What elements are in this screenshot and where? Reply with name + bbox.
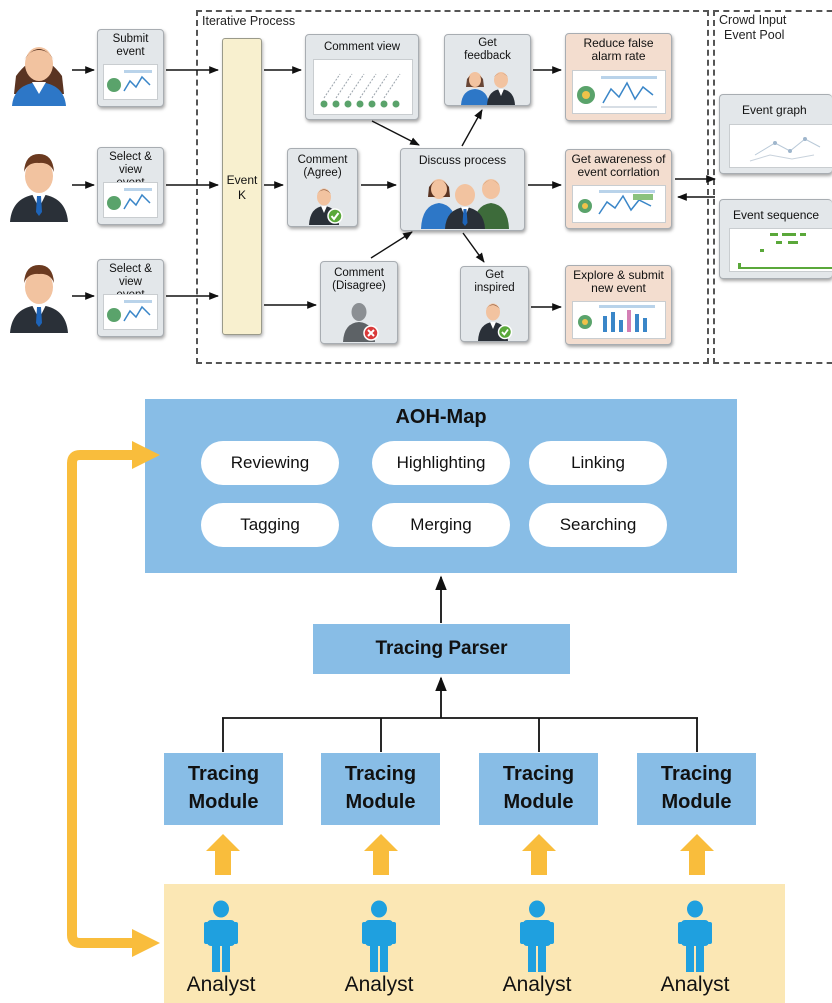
- feature-linking: Linking: [529, 441, 667, 485]
- card-title-line: Select & view: [109, 263, 152, 288]
- tracing-module-box: Tracing Module: [164, 753, 283, 825]
- card-title-line: Discuss process: [418, 153, 507, 167]
- card-title-line: event corrlation: [577, 165, 660, 179]
- card-title-line: Explore & submit: [573, 268, 664, 282]
- comment-view-card: Comment view: [305, 34, 419, 120]
- card-title-line: new event: [591, 281, 646, 295]
- get-inspired-card: Get inspired: [460, 266, 529, 342]
- analyst-label: Analyst: [502, 973, 572, 996]
- comment-disagree-card: Comment (Disagree): [320, 261, 398, 344]
- card-title-line: Get: [478, 37, 497, 49]
- tracing-module-box: Tracing Module: [637, 753, 756, 825]
- analyst-person-icon: [520, 900, 554, 972]
- tracing-module-label: Tracing: [344, 763, 417, 785]
- feature-searching: Searching: [529, 503, 667, 547]
- card-title-line: Submit: [112, 33, 149, 45]
- discuss-process-card: Discuss process: [400, 148, 525, 231]
- card-title-line: alarm rate: [591, 49, 646, 63]
- agree-user-icon: [309, 188, 343, 225]
- analyst-label: Analyst: [660, 973, 730, 996]
- tracing-module-label: Tracing: [502, 763, 575, 785]
- card-title-line: feedback: [464, 50, 511, 62]
- aoh-map-title: AOH-Map: [395, 406, 487, 428]
- feature-highlighting: Highlighting: [372, 441, 510, 485]
- card-title-line: Get awareness of: [571, 152, 666, 166]
- select-view-event-card: Select & view event: [97, 147, 164, 225]
- aoh-map-box: AOH-Map Reviewing Highlighting Linking T…: [145, 399, 737, 573]
- crowd-input-frame: [713, 10, 832, 364]
- feature-tagging: Tagging: [201, 503, 339, 547]
- discuss-group-icon: [421, 179, 509, 229]
- tracing-module-box: Tracing Module: [321, 753, 440, 825]
- event-graph-card: Event graph: [719, 94, 832, 174]
- iterative-process-label: Iterative Process: [202, 14, 296, 28]
- analyst-label: Analyst: [344, 973, 414, 996]
- tracing-module-label: Module: [345, 791, 416, 813]
- analyst-label: Analyst: [186, 973, 256, 996]
- event-pool-label: Event Pool: [724, 28, 785, 42]
- event-k-column: Event K: [222, 38, 262, 335]
- chart-thumbnail: [572, 70, 666, 114]
- card-title-line: Comment: [297, 154, 348, 166]
- card-title-line: Select & view: [109, 151, 152, 176]
- card-title-line: Comment: [334, 267, 384, 279]
- event-thumbnail: [103, 294, 158, 330]
- top-flow-arrows: [72, 66, 716, 311]
- analyst-person-icon: [678, 900, 712, 972]
- analyst-person-icon: [362, 900, 396, 972]
- event-thumbnail: [103, 182, 158, 218]
- user-avatar-male-icon: [10, 265, 68, 333]
- tracing-parser-box: Tracing Parser: [313, 624, 570, 674]
- submit-event-card: Submit event: [97, 29, 164, 107]
- tracing-parser-label: Tracing Parser: [375, 638, 508, 659]
- tracing-module-label: Tracing: [660, 763, 733, 785]
- event-sequence-thumbnail: [729, 228, 832, 272]
- event-k-label: K: [237, 188, 246, 202]
- analyst-person-icon: [204, 900, 238, 972]
- feedback-users-icon: [461, 72, 515, 105]
- user-avatar-male-icon: [10, 154, 68, 222]
- select-view-event-card: Select & view event: [97, 259, 164, 337]
- card-title-line: Get: [485, 269, 504, 281]
- card-title-line: (Agree): [303, 167, 342, 179]
- crowd-input-label: Crowd Input: [719, 13, 787, 27]
- disagree-user-icon: [343, 303, 379, 342]
- comment-agree-card: Comment (Agree): [287, 148, 358, 227]
- card-title-line: (Disagree): [332, 280, 386, 292]
- explore-submit-card: Explore & submit new event: [565, 265, 672, 345]
- user-avatar-female-icon: [12, 47, 66, 106]
- card-title-line: Reduce false: [583, 36, 654, 50]
- iterative-process-frame: [196, 10, 709, 364]
- feature-reviewing: Reviewing: [201, 441, 339, 485]
- card-title-line: inspired: [474, 282, 515, 294]
- event-thumbnail: [103, 64, 158, 100]
- tracing-module-label: Module: [188, 791, 259, 813]
- get-feedback-card: Get feedback: [444, 34, 531, 106]
- card-title-line: event: [116, 46, 145, 58]
- inspired-user-icon: [478, 303, 513, 341]
- comment-thumbnail: [313, 59, 413, 115]
- tracing-module-label: Tracing: [187, 763, 260, 785]
- event-sequence-card: Event sequence: [719, 199, 832, 279]
- tracing-module-label: Module: [661, 791, 732, 813]
- event-graph-thumbnail: [729, 124, 832, 168]
- card-title-line: Event graph: [742, 103, 807, 117]
- event-k-label: Event: [226, 173, 258, 187]
- tracing-module-label: Module: [503, 791, 574, 813]
- reduce-false-alarm-card: Reduce false alarm rate: [565, 33, 672, 121]
- feature-merging: Merging: [372, 503, 510, 547]
- card-title-line: Event sequence: [733, 208, 820, 222]
- chart-thumbnail: [572, 301, 666, 339]
- card-title-line: Comment view: [323, 41, 401, 53]
- tracing-module-box: Tracing Module: [479, 753, 598, 825]
- event-correlation-card: Get awareness of event corrlation: [565, 149, 672, 229]
- chart-thumbnail: [572, 185, 666, 223]
